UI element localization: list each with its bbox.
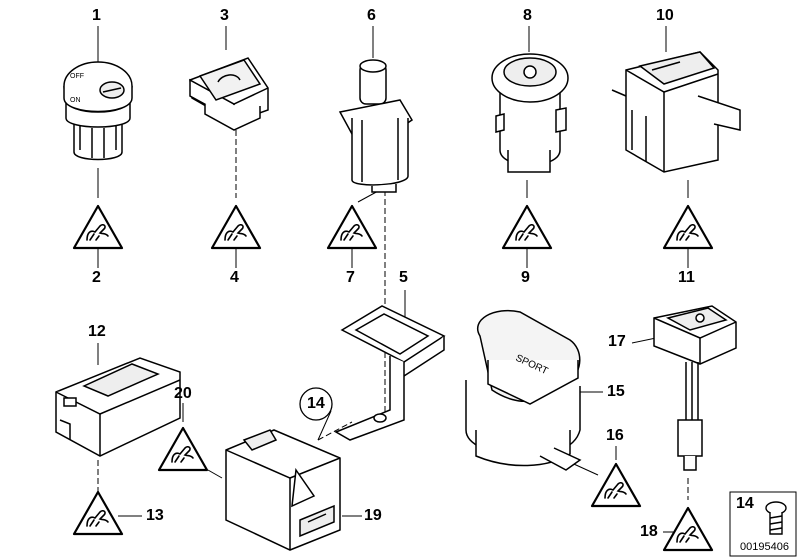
ignition-lock-part: OFF ON <box>63 61 133 161</box>
warning-triangle-icon <box>157 426 209 472</box>
callout-label: 1 <box>92 7 101 24</box>
trunk-switch-part <box>189 57 269 131</box>
hazard-switch-part <box>225 429 341 551</box>
ignition-off-text: OFF <box>70 73 84 80</box>
callout-label: 13 <box>146 507 164 524</box>
warning-triangle-icon <box>72 490 124 536</box>
warning-triangle-icon <box>590 462 642 508</box>
block-switch-part <box>611 51 741 173</box>
callout-label: 5 <box>399 269 408 286</box>
warning-triangle-icon <box>326 204 378 250</box>
callout-label: 6 <box>367 7 376 24</box>
callout-label: 10 <box>656 7 674 24</box>
warning-triangle-icon <box>501 204 553 250</box>
callout-label: 15 <box>607 383 625 400</box>
callout-label: 14 <box>307 395 325 412</box>
callout-14-circle <box>299 387 333 421</box>
inset-callout-label: 14 <box>736 495 754 512</box>
callout-label: 7 <box>346 269 355 286</box>
round-switch-part <box>491 53 569 173</box>
callout-label: 11 <box>678 269 695 286</box>
warning-triangle-icon <box>210 204 262 250</box>
callout-label: 17 <box>608 333 626 350</box>
part-number: 00195406 <box>740 541 789 553</box>
callout-label: 19 <box>364 507 382 524</box>
sport-switch-part: SPORT <box>465 309 582 471</box>
callout-label: 16 <box>606 427 624 444</box>
callout-label: 8 <box>523 7 532 24</box>
wired-switch-part <box>653 305 737 471</box>
ignition-on-text: ON <box>70 97 81 104</box>
callout-label: 9 <box>521 269 530 286</box>
bracket-part <box>334 305 446 441</box>
warning-triangle-icon <box>72 204 124 250</box>
brake-switch-part <box>338 59 414 193</box>
callout-label: 12 <box>88 323 106 340</box>
callout-label: 4 <box>230 269 239 286</box>
callout-label: 3 <box>220 7 229 24</box>
callout-label: 2 <box>92 269 101 286</box>
screw-inset <box>729 491 797 557</box>
window-switch-block-part <box>55 357 181 457</box>
warning-triangle-icon <box>662 506 714 552</box>
warning-triangle-icon <box>662 204 714 250</box>
callout-label: 18 <box>640 523 658 540</box>
screw-icon <box>765 501 787 535</box>
callout-label: 20 <box>174 385 192 402</box>
